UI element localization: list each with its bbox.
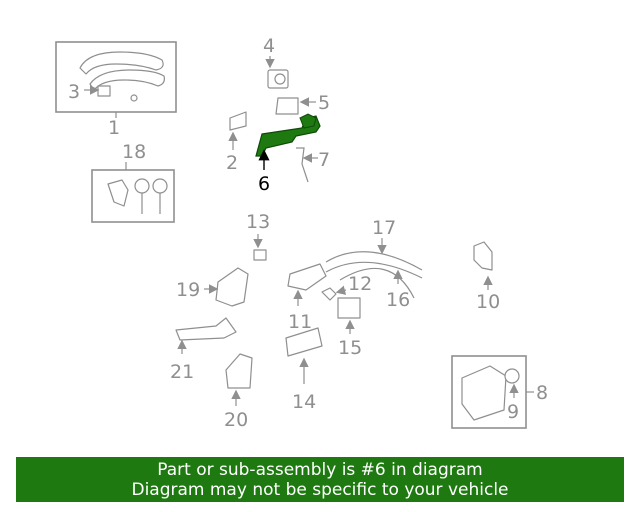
banner-line-2: Diagram may not be specific to your vehi… bbox=[131, 480, 509, 500]
parts-diagram: 1 3 4 5 2 6 7 18 bbox=[55, 35, 548, 431]
part-6-handle-frame[interactable] bbox=[255, 113, 321, 170]
part-7-rod[interactable] bbox=[296, 147, 318, 183]
callout-21: 21 bbox=[170, 361, 194, 383]
callout-16: 16 bbox=[386, 289, 410, 311]
callout-20: 20 bbox=[224, 409, 248, 431]
part-14-inside-handle[interactable] bbox=[285, 327, 323, 384]
part-21-check[interactable] bbox=[175, 317, 237, 354]
part-18-key-set[interactable] bbox=[91, 162, 175, 223]
info-banner: Part or sub-assembly is #6 in diagram Di… bbox=[16, 457, 624, 502]
part-12-bolt[interactable] bbox=[321, 285, 347, 301]
part-15-cover[interactable] bbox=[337, 297, 361, 334]
callout-9: 9 bbox=[507, 401, 519, 423]
callout-13: 13 bbox=[246, 211, 270, 233]
callout-5: 5 bbox=[318, 92, 330, 114]
callout-18: 18 bbox=[122, 141, 146, 163]
callout-10: 10 bbox=[476, 291, 500, 313]
callout-6: 6 bbox=[258, 173, 270, 195]
part-16-cable[interactable] bbox=[339, 267, 415, 299]
callout-7: 7 bbox=[318, 149, 330, 171]
part-1-outside-handle-assembly[interactable] bbox=[55, 41, 177, 118]
callout-2: 2 bbox=[226, 152, 238, 174]
part-19-hinge[interactable] bbox=[204, 267, 249, 307]
part-8-lock-assembly[interactable] bbox=[451, 355, 534, 429]
part-13-clip[interactable] bbox=[253, 234, 267, 261]
callout-14: 14 bbox=[292, 391, 316, 413]
callout-3: 3 bbox=[68, 81, 80, 103]
part-11-lock[interactable] bbox=[287, 263, 327, 306]
part-20-hinge[interactable] bbox=[225, 353, 253, 406]
part-17-cable[interactable] bbox=[325, 238, 423, 279]
callout-1: 1 bbox=[108, 117, 120, 139]
callout-8: 8 bbox=[536, 382, 548, 404]
callout-19: 19 bbox=[176, 279, 200, 301]
callout-11: 11 bbox=[288, 311, 312, 333]
part-10-bracket[interactable] bbox=[473, 241, 493, 290]
part-4-cap[interactable] bbox=[265, 56, 289, 89]
callout-12: 12 bbox=[348, 273, 372, 295]
part-9-cap[interactable] bbox=[504, 368, 520, 398]
banner-line-1: Part or sub-assembly is #6 in diagram bbox=[157, 460, 483, 480]
callout-17: 17 bbox=[372, 217, 396, 239]
part-5-pad[interactable] bbox=[275, 97, 316, 115]
callout-4: 4 bbox=[263, 35, 275, 57]
part-2-pad[interactable] bbox=[228, 111, 247, 150]
callout-15: 15 bbox=[338, 337, 362, 359]
